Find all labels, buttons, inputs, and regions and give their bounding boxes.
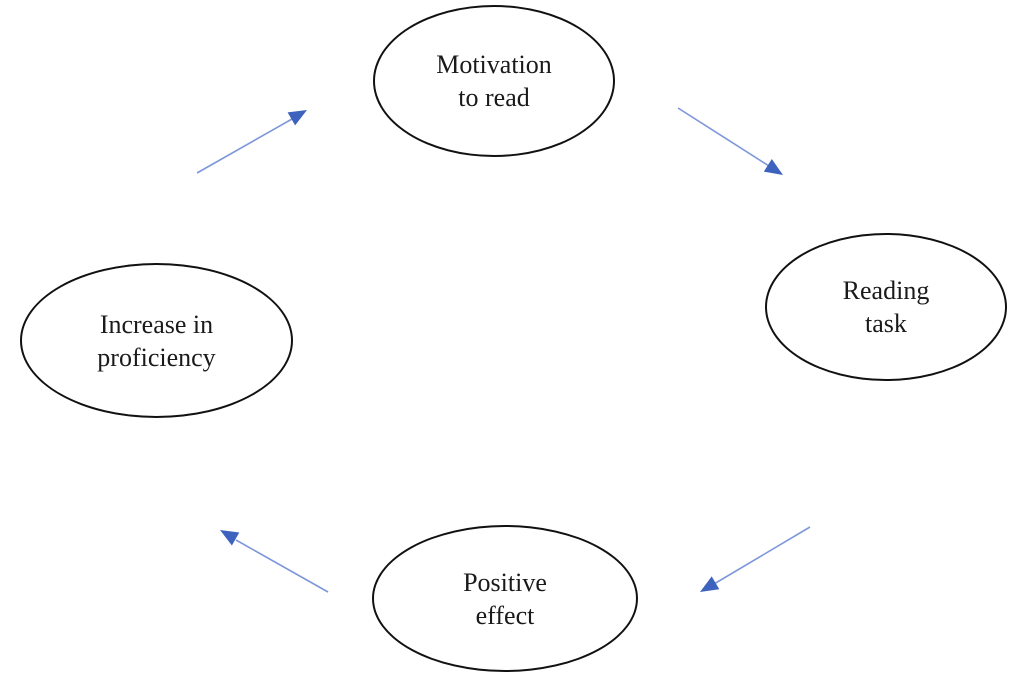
node-label-line: to read bbox=[458, 83, 530, 112]
arrow-positive-to-proficiency bbox=[220, 530, 329, 593]
node-positive-effect: Positive effect bbox=[372, 525, 638, 672]
node-label-line: Positive bbox=[463, 567, 547, 597]
node-reading-task: Reading task bbox=[765, 233, 1007, 381]
arrow-line bbox=[235, 539, 329, 593]
arrow-line bbox=[196, 118, 293, 174]
node-label-line: task bbox=[865, 309, 907, 338]
arrow-reading-to-positive bbox=[700, 526, 811, 592]
arrow-line bbox=[677, 107, 770, 167]
arrowhead-icon bbox=[700, 576, 720, 592]
node-label-line: Motivation bbox=[436, 50, 552, 79]
arrowhead-icon bbox=[763, 159, 783, 175]
node-motivation-to-read: Motivation to read bbox=[373, 5, 615, 157]
arrow-proficiency-to-motivation bbox=[196, 110, 307, 174]
arrow-motivation-to-reading bbox=[677, 107, 783, 175]
arrowhead-icon bbox=[220, 530, 240, 546]
node-label-line: effect bbox=[475, 600, 535, 630]
node-label-line: Reading bbox=[842, 276, 930, 305]
node-increase-in-proficiency: Increase in proficiency bbox=[20, 263, 293, 418]
node-label-line: proficiency bbox=[97, 342, 216, 372]
arrowhead-icon bbox=[287, 110, 307, 126]
node-label-line: Increase in bbox=[99, 309, 214, 339]
arrow-line bbox=[713, 526, 811, 585]
